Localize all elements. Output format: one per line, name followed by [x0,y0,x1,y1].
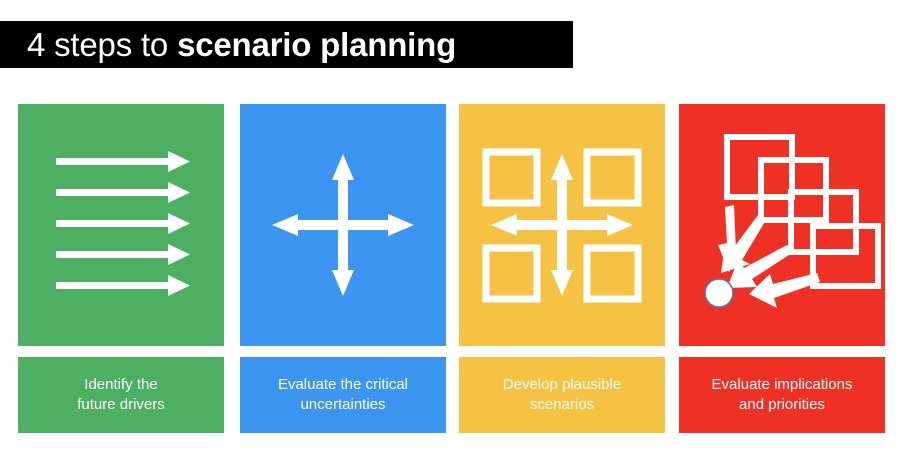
step-4-caption-box: Evaluate implications and priorities [679,357,885,433]
step-1-illustration-panel [18,104,224,346]
five-parallel-right-arrows-icon [18,104,224,346]
four-quadrant-matrix-icon [459,104,665,346]
outcome-circle-icon [704,278,734,308]
step-3-caption-text: Develop plausible scenarios [502,376,622,413]
step-2[interactable]: Evaluate the critical uncertainties [240,104,446,433]
step-2-caption-text: Evaluate the critical uncertainties [277,376,409,413]
step-4-caption-text: Evaluate implications and priorities [711,376,853,413]
step-2-illustration-panel [240,104,446,346]
step-1-caption-box: Identify the future drivers [18,357,224,433]
title-prefix: 4 steps to [27,26,178,63]
four-way-cross-arrow-icon [240,104,446,346]
step-4[interactable]: Evaluate implications and priorities [679,104,885,433]
step-3[interactable]: Develop plausible scenarios [459,104,665,433]
cascading-squares-converging-arrows-icon [679,104,885,346]
step-2-caption-box: Evaluate the critical uncertainties [240,357,446,433]
steps-row: Identify the future drivers [18,104,885,433]
step-1-caption-text: Identify the future drivers [77,376,165,413]
step-3-caption-box: Develop plausible scenarios [459,357,665,433]
title-emphasis: scenario planning [177,26,457,63]
step-1[interactable]: Identify the future drivers [18,104,224,433]
step-4-illustration-panel [679,104,885,346]
page-title: 4 steps to scenario planning [27,28,456,61]
title-banner: 4 steps to scenario planning [0,21,573,68]
step-3-illustration-panel [459,104,665,346]
